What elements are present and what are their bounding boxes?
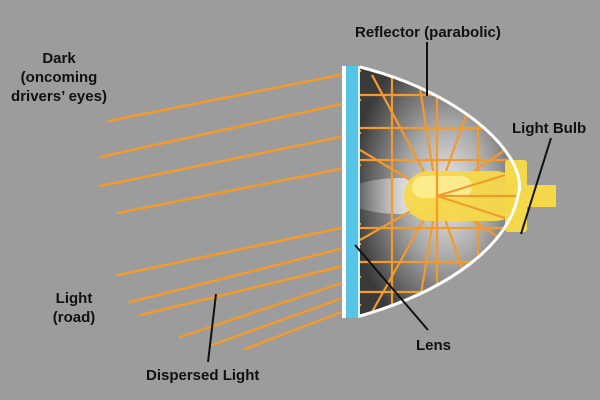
dark-label: Dark (oncoming drivers’ eyes) (0, 49, 118, 106)
outgoing-rays (98, 69, 362, 351)
dispersed-light-label: Dispersed Light (146, 367, 260, 384)
reflector-outline (359, 65, 521, 318)
lens-label: Lens (416, 337, 452, 354)
light-road-label: Light (road) (48, 289, 100, 327)
dark-label-line1: Dark (42, 50, 76, 67)
light-label-line1: Light (55, 290, 93, 307)
dark-label-line2: (oncoming (20, 69, 98, 86)
reflector-label: Reflector (parabolic) (355, 24, 501, 41)
bulb-rays (435, 171, 520, 221)
dark-label-line3: drivers’ eyes) (11, 88, 107, 105)
lens-shape (342, 66, 359, 318)
lens-white-edge (342, 66, 346, 318)
light-bulb-label: Light Bulb (512, 120, 587, 137)
leader-lines (207, 42, 552, 363)
light-label-line2: (road) (52, 309, 96, 326)
